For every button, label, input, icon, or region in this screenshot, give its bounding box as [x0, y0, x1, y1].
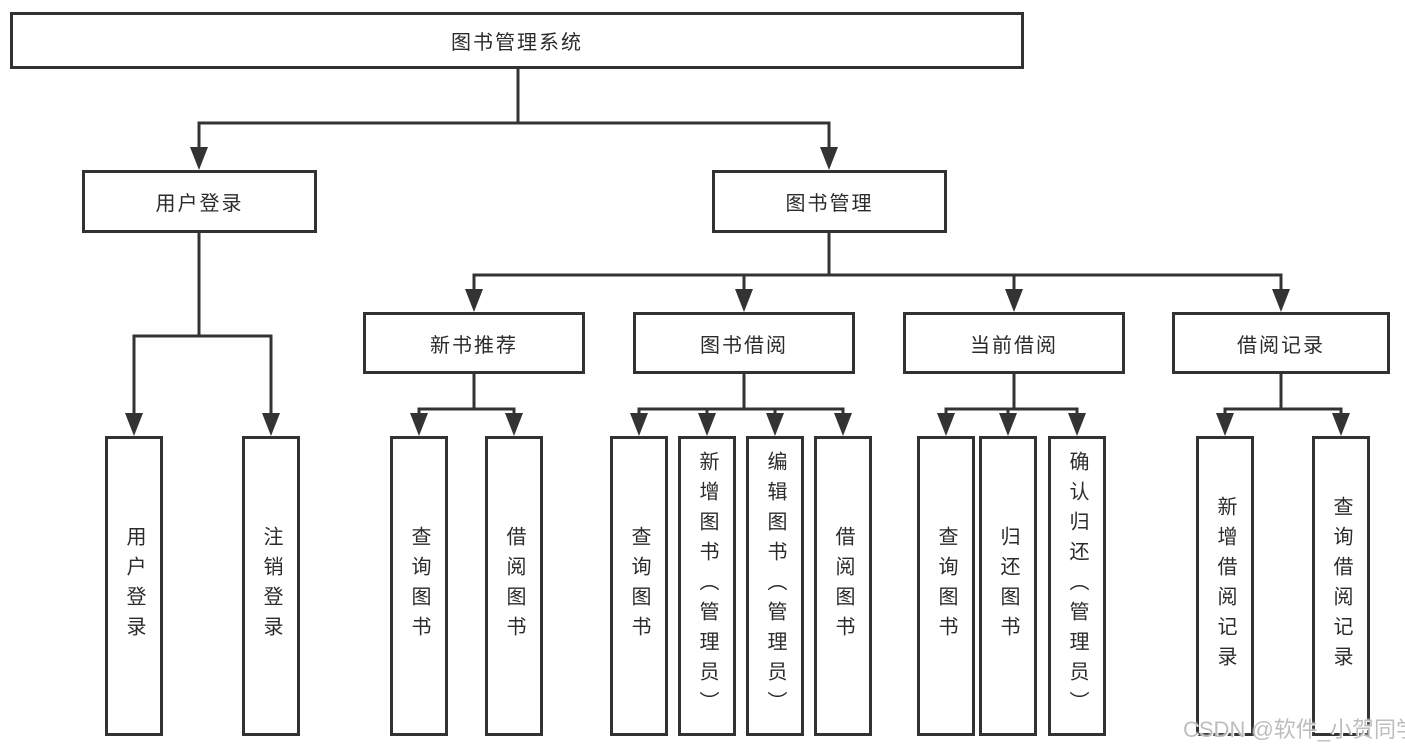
node-new-book-recommend: 新书推荐: [363, 312, 585, 374]
leaf-query-books-recommend: 查询图书: [390, 436, 448, 736]
leaf-query-books-current: 查询图书: [917, 436, 975, 736]
connector-borrow-records: [1216, 372, 1350, 436]
connector-new-book-recommend: [410, 372, 523, 436]
node-borrow-records: 借阅记录: [1172, 312, 1390, 374]
node-book-management: 图书管理: [712, 170, 947, 233]
connector-book-borrowing: [630, 372, 852, 436]
leaf-query-books-borrowing: 查询图书: [610, 436, 668, 736]
leaf-return-books: 归还图书: [979, 436, 1037, 736]
node-book-borrowing: 图书借阅: [633, 312, 855, 374]
leaf-add-borrow-record: 新增借阅记录: [1196, 436, 1254, 736]
node-book-management-system: 图书管理系统: [10, 12, 1024, 69]
leaf-logout: 注销登录: [242, 436, 300, 736]
connector-root: [190, 66, 838, 170]
node-current-borrowing: 当前借阅: [903, 312, 1125, 374]
leaf-user-login: 用户登录: [105, 436, 163, 736]
csdn-watermark: CSDN @软件_小贺同学: [1183, 717, 1405, 742]
leaf-edit-book-admin: 编辑图书（管理员）: [746, 436, 804, 736]
leaf-add-book-admin: 新增图书（管理员）: [678, 436, 736, 736]
leaf-query-borrow-record: 查询借阅记录: [1312, 436, 1370, 736]
leaf-borrow-books-recommend: 借阅图书: [485, 436, 543, 736]
connector-user-login: [125, 231, 280, 436]
connector-current-borrowing: [937, 372, 1086, 436]
leaf-confirm-return-admin: 确认归还（管理员）: [1048, 436, 1106, 736]
leaf-borrow-books-borrowing: 借阅图书: [814, 436, 872, 736]
node-user-login: 用户登录: [82, 170, 317, 233]
connector-book-management: [465, 231, 1290, 312]
